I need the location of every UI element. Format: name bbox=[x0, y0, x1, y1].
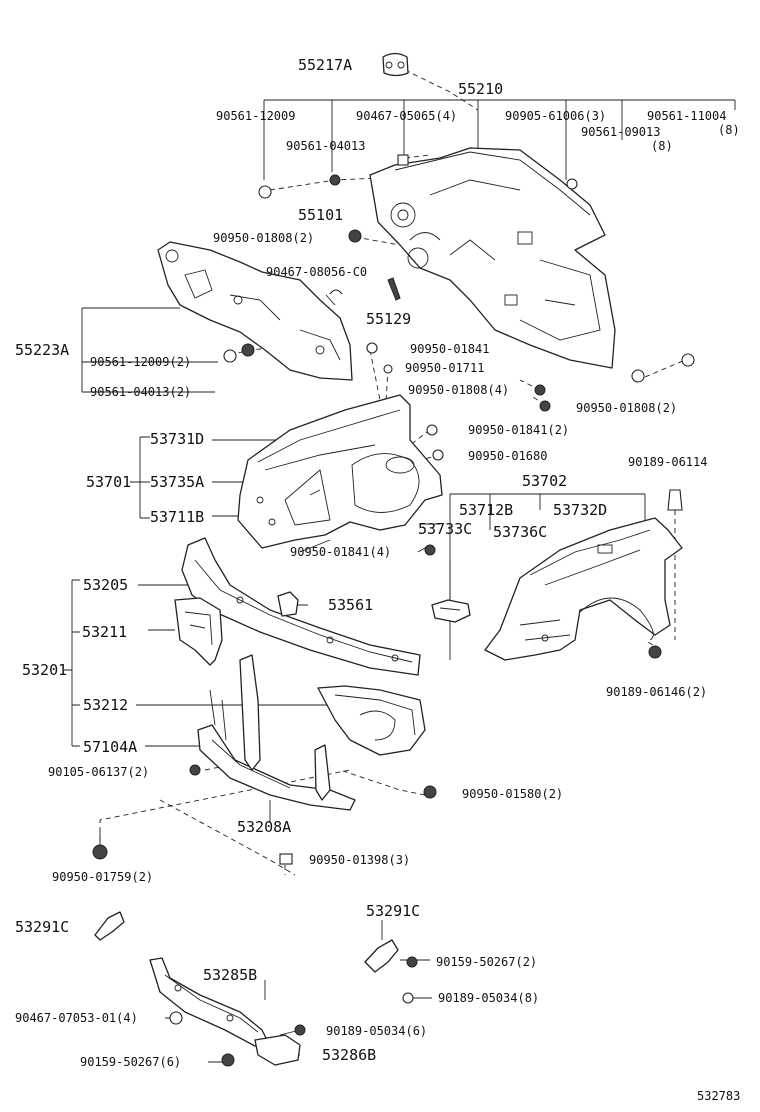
label-53285b: 53285B bbox=[203, 966, 258, 984]
bracket-53733c bbox=[431, 599, 471, 623]
label-qty-8-b: (8) bbox=[651, 139, 673, 153]
label-53211: 53211 bbox=[82, 623, 128, 641]
label-90950-01680: 90950-01680 bbox=[468, 449, 548, 463]
label-90905-61006: 90905-61006(3) bbox=[505, 109, 607, 123]
undercover-53285b bbox=[149, 957, 269, 1047]
label-90950-01841-4: 90950-01841(4) bbox=[290, 545, 392, 559]
label-53711b: 53711B bbox=[150, 508, 205, 526]
label-90105-06137-2: 90105-06137(2) bbox=[48, 765, 150, 779]
label-90467-08056: 90467-08056-C0 bbox=[266, 265, 368, 279]
label-53701: 53701 bbox=[86, 473, 132, 491]
label-90159-50267-6: 90159-50267(6) bbox=[80, 1055, 182, 1069]
label-90950-01759-2: 90950-01759(2) bbox=[52, 870, 154, 884]
label-55223a: 55223A bbox=[15, 341, 70, 359]
label-53702: 53702 bbox=[522, 472, 568, 490]
label-55129: 55129 bbox=[366, 310, 412, 328]
label-90561-12009-2: 90561-12009(2) bbox=[90, 355, 192, 369]
label-53291c-left: 53291C bbox=[15, 918, 70, 936]
apron-53702 bbox=[484, 517, 683, 661]
brace-53291c-right bbox=[364, 939, 399, 973]
label-90561-09013: 90561-09013 bbox=[581, 125, 661, 139]
clip-53561 bbox=[277, 591, 299, 617]
label-90467-05065: 90467-05065(4) bbox=[356, 109, 458, 123]
support-53211 bbox=[174, 597, 223, 666]
label-53208a: 53208A bbox=[237, 818, 292, 836]
label-90950-01711: 90950-01711 bbox=[405, 361, 485, 375]
label-90189-05034-6: 90189-05034(6) bbox=[326, 1024, 428, 1038]
label-90950-01808-2a: 90950-01808(2) bbox=[213, 231, 315, 245]
label-90950-01808-2b: 90950-01808(2) bbox=[576, 401, 678, 415]
fasteners bbox=[92, 154, 695, 1067]
label-53561: 53561 bbox=[328, 596, 374, 614]
label-90189-06146-2: 90189-06146(2) bbox=[606, 685, 708, 699]
label-53286b: 53286B bbox=[322, 1046, 377, 1064]
label-53735a: 53735A bbox=[150, 473, 205, 491]
label-qty-8-a: (8) bbox=[718, 123, 740, 137]
label-55210: 55210 bbox=[458, 80, 504, 98]
label-53205: 53205 bbox=[83, 576, 129, 594]
label-53736c: 53736C bbox=[493, 523, 548, 541]
insulator-55223a bbox=[157, 241, 353, 381]
label-53212: 53212 bbox=[83, 696, 129, 714]
diagram-id: 532783 bbox=[697, 1089, 741, 1103]
label-57104a: 57104A bbox=[83, 738, 138, 756]
label-90189-05034-8: 90189-05034(8) bbox=[438, 991, 540, 1005]
label-90950-01398-3: 90950-01398(3) bbox=[309, 853, 411, 867]
brace-53291c-left bbox=[94, 911, 125, 941]
label-53732d: 53732D bbox=[553, 501, 608, 519]
label-90950-01580-2: 90950-01580(2) bbox=[462, 787, 564, 801]
dash-panel-55101 bbox=[369, 147, 616, 369]
label-53291c-right: 53291C bbox=[366, 902, 421, 920]
lower-support-53208a bbox=[197, 654, 356, 811]
label-90561-11004: 90561-11004 bbox=[647, 109, 727, 123]
apron-53701 bbox=[237, 394, 443, 549]
label-90467-07053-01-4: 90467-07053-01(4) bbox=[15, 1011, 138, 1025]
label-53731d: 53731D bbox=[150, 430, 205, 448]
label-53201: 53201 bbox=[22, 661, 68, 679]
label-55217a: 55217A bbox=[298, 56, 353, 74]
label-55101: 55101 bbox=[298, 206, 344, 224]
label-90189-06114: 90189-06114 bbox=[628, 455, 708, 469]
label-90950-01841-2: 90950-01841(2) bbox=[468, 423, 570, 437]
support-53212 bbox=[317, 685, 426, 756]
label-90561-12009: 90561-12009 bbox=[216, 109, 296, 123]
label-53712b: 53712B bbox=[459, 501, 514, 519]
pad-55217a bbox=[382, 52, 409, 77]
label-90159-50267-2: 90159-50267(2) bbox=[436, 955, 538, 969]
label-90561-04013: 90561-04013 bbox=[286, 139, 366, 153]
label-53733c: 53733C bbox=[418, 520, 473, 538]
label-90950-01808-4: 90950-01808(4) bbox=[408, 383, 510, 397]
label-90561-04013-2: 90561-04013(2) bbox=[90, 385, 192, 399]
undercover-53286b bbox=[254, 1034, 301, 1066]
label-90950-01841: 90950-01841 bbox=[410, 342, 490, 356]
